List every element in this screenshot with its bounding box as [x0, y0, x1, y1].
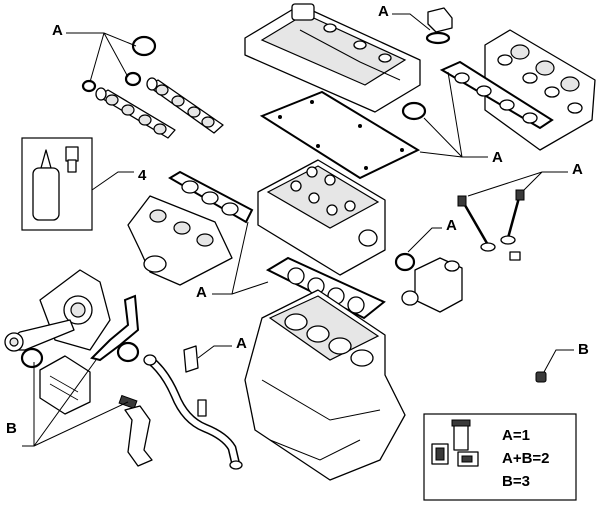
- sealant-kit-box: [21, 137, 93, 231]
- legend-line-3: B=3: [502, 473, 530, 490]
- valves: [457, 189, 525, 252]
- callout-b-dipstick: B: [543, 341, 589, 373]
- exhaust-manifold: [127, 195, 233, 286]
- callout-label-a: A: [572, 161, 583, 178]
- cylinder-head: [257, 159, 386, 276]
- callout-4: 4: [91, 167, 147, 191]
- engine-block: [244, 289, 406, 481]
- intake-manifold: [484, 29, 596, 151]
- thermostat-housing: [394, 252, 463, 313]
- dipstick-tube: [509, 251, 547, 383]
- timing-cover-gasket: [90, 294, 140, 362]
- callout-label-a: A: [378, 3, 389, 20]
- connecting-rod: [4, 319, 75, 352]
- coolant-pipe: [143, 354, 243, 470]
- callout-label-a: A: [446, 217, 457, 234]
- callout-label-a: A: [196, 284, 207, 301]
- cam-seal-ring: [401, 101, 427, 121]
- camshaft-intake: [95, 87, 176, 139]
- manifold-gasket: [439, 60, 554, 130]
- callout-a-cap: A: [378, 3, 431, 31]
- callout-a-valves: A: [467, 161, 583, 197]
- quantity-legend-box: A=1 A+B=2 B=3: [423, 413, 577, 501]
- cover-gasket: [259, 90, 421, 180]
- callout-label-a: A: [52, 22, 63, 39]
- legend-line-2: A+B=2: [502, 450, 550, 467]
- callout-a-head-group: A: [196, 221, 269, 301]
- callout-label-a: A: [236, 335, 247, 352]
- callout-label-b: B: [6, 420, 17, 437]
- callout-label-a: A: [492, 149, 503, 166]
- crankshaft-seal-rings: [20, 341, 140, 369]
- camshaft-cover: [244, 3, 421, 113]
- callout-label-4: 4: [138, 167, 147, 184]
- callout-a-camshaft: A: [52, 22, 137, 83]
- camshaft-seal-rings: [81, 35, 157, 93]
- callout-a-pipe-seal: A: [197, 335, 247, 359]
- callout-label-b: B: [578, 341, 589, 358]
- callout-b-bottom-left: B: [6, 359, 129, 447]
- camshaft-exhaust: [146, 77, 224, 134]
- callout-a-top-group: A: [419, 71, 503, 166]
- oil-cooler: [39, 355, 91, 415]
- oil-pickup-pipe: [118, 394, 153, 467]
- callout-a-thermostat: A: [407, 217, 457, 253]
- oil-filler-cap: [425, 7, 453, 45]
- exhaust-manifold-gasket: [168, 170, 254, 224]
- legend-line-1: A=1: [502, 427, 530, 444]
- legend-kit-icon: [431, 419, 479, 467]
- pipe-seal: [183, 345, 199, 373]
